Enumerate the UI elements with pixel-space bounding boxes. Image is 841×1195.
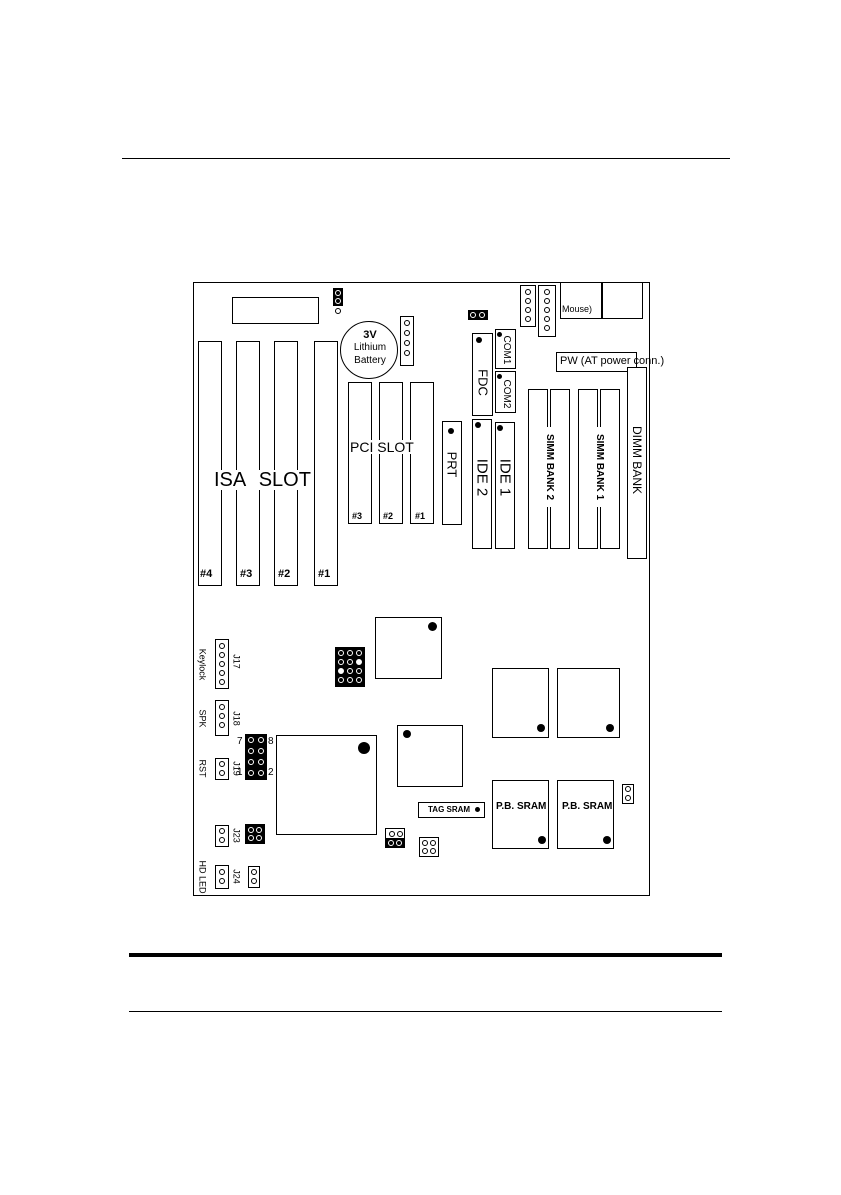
jumper-top-left-pin3: [335, 308, 341, 314]
pb-sram-2-label: P.B. SRAM: [562, 802, 612, 812]
j17-label: J17: [232, 650, 241, 674]
j24-label: J24: [232, 865, 241, 889]
simm-bank-1-label: SIMM BANK 1: [594, 427, 604, 507]
pci-slot-3-number: #3: [352, 512, 362, 521]
top-rule: [122, 158, 730, 159]
j18-label: J18: [232, 707, 241, 731]
thick-rule: [129, 953, 722, 957]
jumper-number-2: 2: [268, 768, 274, 778]
pci-slot-1-number: #1: [415, 512, 425, 521]
jumper-j23-side: [245, 824, 265, 844]
top-connector: [232, 297, 319, 324]
bottom-rule: [129, 1011, 722, 1012]
j23-label: J23: [232, 824, 241, 848]
battery-line-1: 3V: [341, 330, 399, 341]
isa-slot-2-number: #2: [278, 569, 290, 580]
com2-label: COM2: [501, 377, 511, 411]
ide2-label: IDE 2: [475, 454, 490, 502]
isa-slot-4: [198, 341, 222, 586]
isa-slot-2: [274, 341, 298, 586]
jumper-top-left: [333, 288, 343, 306]
isa-slot-1: [314, 341, 338, 586]
mouse-label: Mouse): [562, 305, 592, 314]
isa-slot-1-number: #1: [318, 569, 330, 580]
dimm-bank-label: DIMM BANK: [631, 420, 643, 500]
jumper-top-center: [468, 310, 488, 320]
battery-line-2: Lithium: [341, 343, 399, 353]
jumper-number-1: 1: [237, 768, 243, 778]
jumper-block-cpu: [245, 734, 267, 780]
lithium-battery: 3V Lithium Battery: [340, 321, 398, 379]
keyboard-connector: [602, 282, 643, 319]
jumper-number-7: 7: [237, 737, 243, 747]
jumper-number-8: 8: [268, 737, 274, 747]
pci-slot-label: PCI SLOT: [350, 440, 414, 454]
jumper-block-mid: [335, 647, 365, 687]
keylock-label: Keylock: [198, 643, 207, 687]
jumper-bottom-center-1-lower: [385, 838, 405, 848]
pb-sram-1-label: P.B. SRAM: [496, 802, 546, 812]
hd-led-label: HD LED: [198, 861, 207, 893]
tag-sram-label: TAG SRAM: [428, 806, 470, 814]
isa-slot-4-number: #4: [200, 569, 212, 580]
rst-label: RST: [198, 757, 207, 781]
com1-label: COM1: [501, 333, 511, 367]
ide1-label: IDE 1: [498, 454, 513, 502]
simm-bank-2-label: SIMM BANK 2: [544, 427, 554, 507]
fdc-label: FDC: [477, 367, 490, 399]
pci-slot-2-number: #2: [383, 512, 393, 521]
power-connector-label: PW (AT power conn.): [560, 356, 664, 367]
isa-slot-3: [236, 341, 260, 586]
isa-slot-3-number: #3: [240, 569, 252, 580]
spk-label: SPK: [198, 707, 207, 731]
prt-label: PRT: [446, 449, 459, 481]
battery-line-3: Battery: [341, 356, 399, 366]
